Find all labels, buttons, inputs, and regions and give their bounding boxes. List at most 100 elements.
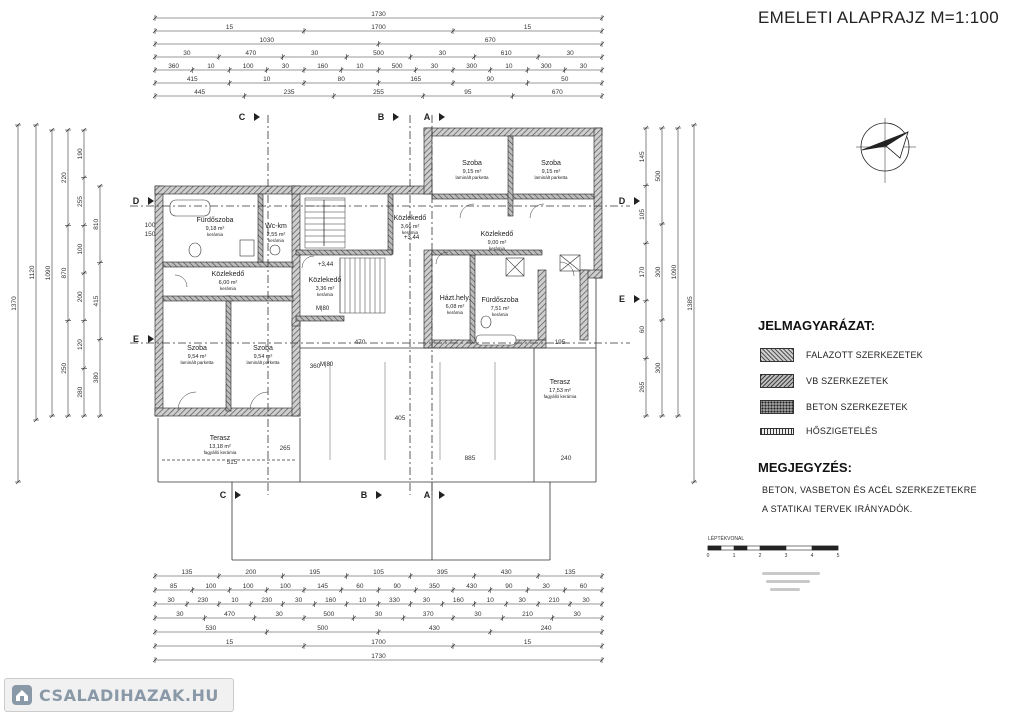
section-mark-letter: E xyxy=(619,294,625,304)
bottom-dimension-label: 30 xyxy=(519,597,527,604)
bottom-dimension-label: 15 xyxy=(226,639,234,646)
bottom-dimension-label: 350 xyxy=(429,583,440,590)
top-dimension-label: 10 xyxy=(263,76,271,83)
right-dimension-label: 500 xyxy=(655,170,662,181)
top-dimension-label: 100 xyxy=(243,63,254,70)
top-dimension-label: 445 xyxy=(194,89,205,96)
masonry-swatch xyxy=(760,348,794,362)
room-name: Közlekedő xyxy=(394,215,427,222)
dimension-lines xyxy=(15,15,697,663)
bottom-dimension-label: 60 xyxy=(580,583,588,590)
room-floor: fagyálló kerámia xyxy=(544,394,577,399)
bottom-dimension-label: 145 xyxy=(317,583,328,590)
top-dimension-label: 10 xyxy=(356,63,364,70)
section-arrow-icon xyxy=(393,113,399,121)
top-dimension-label: 610 xyxy=(501,50,512,57)
bottom-dimension-label: 100 xyxy=(205,583,216,590)
bottom-dimension-label: 30 xyxy=(167,597,175,604)
right-dimension-label: 1090 xyxy=(671,264,678,279)
room-floor: laminált parketta xyxy=(455,175,489,180)
site-watermark[interactable]: CSALADIHAZAK.HU xyxy=(4,678,234,712)
top-dimension-label: 30 xyxy=(183,50,191,57)
bottom-dimension-label: 470 xyxy=(224,611,235,618)
room-floor: kerámia xyxy=(220,286,237,291)
top-dimension-label: 10 xyxy=(207,63,215,70)
interior-dimension-label: 885 xyxy=(465,455,476,462)
left-dimension-label: 1120 xyxy=(29,265,36,279)
bottom-dimension-label: 10 xyxy=(231,597,239,604)
right-dimension-label: 60 xyxy=(639,326,646,334)
bottom-dimension-label: 30 xyxy=(375,611,383,618)
bottom-dimension-label: 30 xyxy=(423,597,431,604)
room-name: Házt.hely. xyxy=(440,295,471,302)
interior-dimension-label: 405 xyxy=(395,415,406,422)
left-dimension-label: 190 xyxy=(77,148,84,159)
watermark-text: CSALADIHAZAK.HU xyxy=(39,685,219,705)
section-mark-letter: B xyxy=(361,490,368,500)
door-swings xyxy=(174,203,575,411)
right-dimension-label: 145 xyxy=(639,151,646,162)
top-dimension-label: 160 xyxy=(317,63,328,70)
legend-item-masonry: FALAZOTT SZERKEZETEK xyxy=(760,348,923,362)
left-dimension-label: 255 xyxy=(77,196,84,207)
scale-tick-label: 1 xyxy=(733,553,736,559)
top-dimension-label: 30 xyxy=(439,50,447,57)
room-name: Közlekedő xyxy=(309,277,342,284)
bottom-dimension-label: 30 xyxy=(543,583,551,590)
room-name: Fürdőszoba xyxy=(197,217,234,224)
bottom-dimension-label: 30 xyxy=(582,597,590,604)
room-area: 2,55 m² xyxy=(267,232,286,238)
notes-title: MEGJEGYZÉS: xyxy=(758,460,852,475)
bottom-dimension-label: 530 xyxy=(205,625,216,632)
north-arrow-icon xyxy=(856,118,916,183)
bottom-dimension-label: 160 xyxy=(453,597,464,604)
right-dimension-label: 265 xyxy=(639,381,646,392)
top-dimension-label: 30 xyxy=(311,50,319,57)
top-dimension-label: 10 xyxy=(505,63,513,70)
left-dimension-label: 120 xyxy=(77,339,84,350)
top-dimension-label: 15 xyxy=(226,24,234,31)
section-arrow-icon xyxy=(439,113,445,121)
room-floor: laminált parketta xyxy=(534,175,568,180)
bottom-dimension-label: 30 xyxy=(574,611,582,618)
bottom-dimension-label: 230 xyxy=(197,597,208,604)
bottom-dimension-label: 210 xyxy=(522,611,533,618)
top-dimension-label: 235 xyxy=(284,89,295,96)
scale-bar xyxy=(707,545,839,551)
left-dimension-label: 250 xyxy=(61,363,68,374)
section-mark-letter: D xyxy=(619,196,626,206)
bottom-dimension-label: 90 xyxy=(394,583,402,590)
bottom-dimension-label: 105 xyxy=(373,569,384,576)
top-dimension-label: 1730 xyxy=(371,11,386,18)
room-name: Terasz xyxy=(550,379,571,386)
note-line: A STATIKAI TERVEK IRÁNYADÓK. xyxy=(762,504,913,514)
top-dimension-label: 255 xyxy=(373,89,384,96)
bottom-dimension-label: 100 xyxy=(243,583,254,590)
top-dimension-label: 30 xyxy=(566,50,574,57)
bottom-dimension-label: 430 xyxy=(466,583,477,590)
bottom-dimension-label: 1730 xyxy=(371,653,386,660)
left-dimension-label: 810 xyxy=(93,219,100,230)
right-dimension-label: 105 xyxy=(639,209,646,220)
left-dimension-label: 100 xyxy=(77,243,84,254)
top-dimension-label: 300 xyxy=(541,63,552,70)
terrace-outline xyxy=(157,278,597,561)
top-dimension-label: 670 xyxy=(552,89,563,96)
bottom-dimension-label: 15 xyxy=(524,639,532,646)
interior-dimension-label: 240 xyxy=(561,455,572,462)
bottom-dimension-label: 60 xyxy=(356,583,364,590)
interior-dimension-label: 150 xyxy=(145,231,156,238)
top-dimension-label: 360 xyxy=(168,63,179,70)
bottom-dimension-label: 30 xyxy=(176,611,184,618)
room-floor: kerámia xyxy=(207,232,224,237)
right-dimension-label: 300 xyxy=(655,266,662,277)
stair-label: M|80 xyxy=(320,362,334,368)
top-dimension-label: 1030 xyxy=(260,37,275,44)
